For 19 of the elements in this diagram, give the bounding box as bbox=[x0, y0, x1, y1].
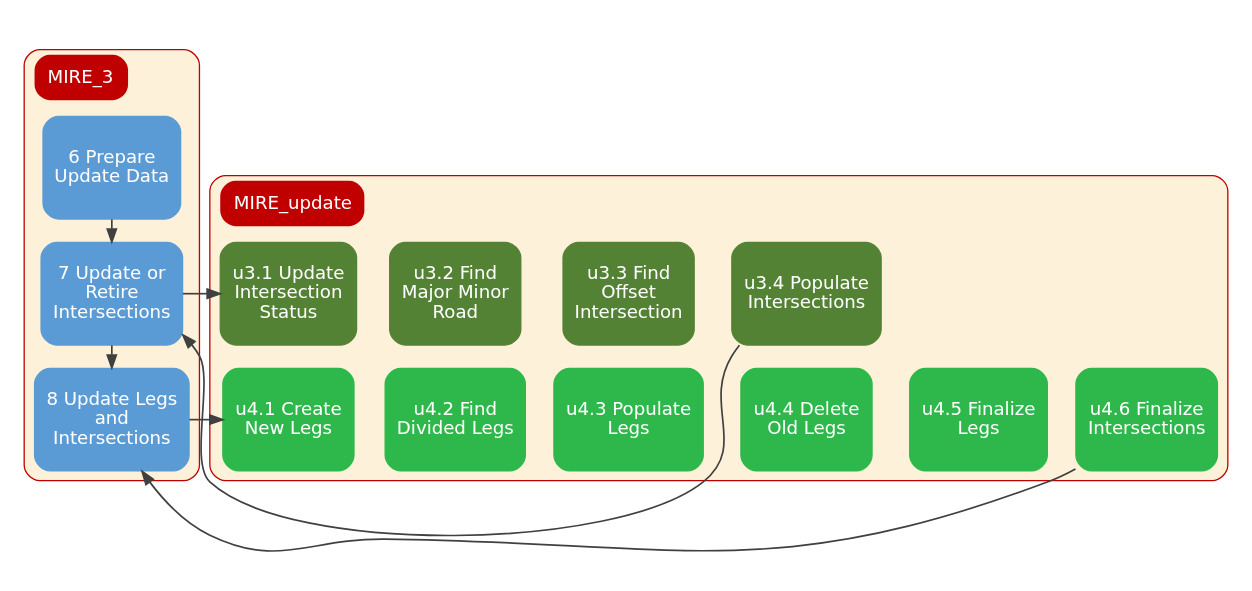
node-box: u4.6 Finalize Intersections bbox=[1075, 367, 1219, 472]
node-box: u4.5 Finalize Legs bbox=[909, 367, 1048, 472]
arrow bbox=[181, 333, 741, 537]
node-box: u4.2 Find Divided Legs bbox=[384, 367, 526, 472]
node-box: u4.1 Create New Legs bbox=[222, 367, 355, 472]
arrow bbox=[182, 287, 223, 300]
node-box: u4.4 Delete Old Legs bbox=[740, 367, 873, 472]
node-box: u3.4 Populate Intersections bbox=[731, 241, 882, 346]
node-box: 7 Update or Retire Intersections bbox=[40, 241, 184, 346]
arrow bbox=[188, 413, 226, 426]
node-box: u3.1 Update Intersection Status bbox=[219, 241, 358, 346]
node-box: u3.2 Find Major Minor Road bbox=[389, 241, 522, 346]
node-box: 6 Prepare Update Data bbox=[42, 115, 182, 220]
arrow bbox=[106, 344, 118, 371]
node-box: u3.3 Find Offset Intersection bbox=[562, 241, 695, 346]
arrow bbox=[106, 218, 118, 245]
node-box: 8 Update Legs and Intersections bbox=[33, 367, 190, 472]
node-box: u4.3 Populate Legs bbox=[553, 367, 704, 472]
arrow bbox=[140, 468, 1077, 552]
